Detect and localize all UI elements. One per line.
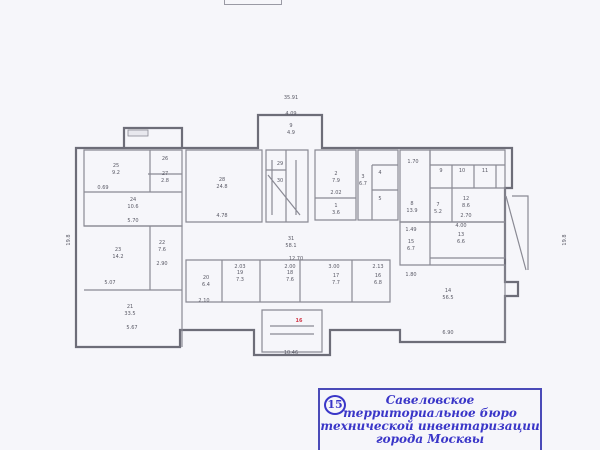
- room-dimension: 2.02: [330, 190, 341, 196]
- room-dimension: 5.67: [126, 325, 137, 331]
- room-number: 1: [334, 203, 337, 209]
- page-edge-mark: [224, 0, 282, 5]
- room-number: 20: [203, 275, 209, 281]
- entrance-number: 16: [296, 318, 303, 324]
- room-number: 11: [482, 168, 488, 174]
- room-area: 7.6: [286, 277, 294, 283]
- room-area: 7.3: [236, 277, 244, 283]
- room-dimension: 2.70: [460, 213, 471, 219]
- room-dimension: 1.49: [405, 227, 416, 233]
- stamp-line-1: Савеловское: [385, 393, 475, 407]
- dim-right: 19.8: [562, 234, 568, 245]
- stamp-line-4: города Москвы: [375, 432, 485, 446]
- dimension-labels: 35.91 4.09 10.46 19.8 19.8 16: [66, 95, 568, 356]
- room-number: 26: [162, 156, 168, 162]
- room-number: 19: [237, 270, 243, 276]
- room-number: 7: [436, 202, 439, 208]
- room-area: 9.2: [112, 170, 120, 176]
- room-area: 56.5: [442, 295, 453, 301]
- room-number: 8: [410, 201, 413, 207]
- room-number: 23: [115, 247, 121, 253]
- room-dimension: 1.70: [407, 159, 418, 165]
- room-number: 10: [459, 168, 465, 174]
- walls: [74, 113, 529, 357]
- room-number: 9: [439, 168, 442, 174]
- room-area: 6.7: [407, 246, 415, 252]
- room-dimension: 2.90: [156, 261, 167, 267]
- room-area: 7.9: [332, 178, 340, 184]
- room-dimension: 12.70: [289, 256, 303, 262]
- room-area: 4.9: [287, 130, 295, 136]
- stamp-line-3: технической инвентаризации: [320, 419, 540, 433]
- room-number: 14: [445, 288, 451, 294]
- room-dimension: 2.13: [372, 264, 383, 270]
- room-number: 16: [375, 273, 381, 279]
- room-number: 13: [458, 232, 464, 238]
- room-area: 6.6: [457, 239, 465, 245]
- room-area: 14.2: [112, 254, 123, 260]
- room-number: 27: [162, 171, 168, 177]
- room-area: 24.8: [216, 184, 227, 190]
- room-dimension: 2.10: [198, 298, 209, 304]
- room-dimension: 4.78: [216, 213, 227, 219]
- room-dimension: 0.69: [97, 185, 108, 191]
- dim-left: 19.8: [66, 234, 72, 245]
- room-dimension: 2.03: [234, 264, 245, 270]
- room-number: 28: [219, 177, 225, 183]
- room-number: 29: [277, 161, 283, 167]
- room-dimension: 1.80: [405, 272, 416, 278]
- room-number: 22: [159, 240, 165, 246]
- room-dimension: 2.00: [284, 264, 295, 270]
- room-number: 12: [463, 196, 469, 202]
- room-number: 31: [288, 236, 294, 242]
- room-area: 7.6: [158, 247, 166, 253]
- dim-overall: 35.91: [284, 95, 298, 101]
- room-number: 30: [277, 178, 283, 184]
- room-number: 4: [378, 170, 381, 176]
- room-dimension: 5.70: [127, 218, 138, 224]
- room-area: 33.5: [124, 311, 135, 317]
- room-number: 5: [378, 196, 381, 202]
- dim-stair: 4.09: [285, 111, 296, 117]
- stamp-line-2: территориальное бюро: [343, 406, 517, 420]
- room-number: 2: [334, 171, 337, 177]
- room-area: 6.8: [374, 280, 382, 286]
- room-number: 24: [130, 197, 136, 203]
- room-area: 5.2: [434, 209, 442, 215]
- dim-bottom: 10.46: [284, 350, 298, 356]
- room-dimension: 6.90: [442, 330, 453, 336]
- room-area: 8.6: [462, 203, 470, 209]
- room-area: 10.6: [127, 204, 138, 210]
- bti-stamp: 15 Савеловское территориальное бюро техн…: [318, 388, 542, 450]
- room-area: 6.4: [202, 282, 210, 288]
- room-dimension: 5.07: [104, 280, 115, 286]
- room-number: 9: [289, 123, 292, 129]
- room-area: 13.9: [406, 208, 417, 214]
- room-area: 6.7: [359, 181, 367, 187]
- room-number: 17: [333, 273, 339, 279]
- room-area: 2.8: [161, 178, 169, 184]
- room-number: 21: [127, 304, 133, 310]
- room-number: 15: [408, 239, 414, 245]
- room-area: 7.7: [332, 280, 340, 286]
- room-area: 58.1: [285, 243, 296, 249]
- stamp-number: 15: [324, 395, 346, 415]
- room-number: 18: [287, 270, 293, 276]
- room-number: 25: [113, 163, 119, 169]
- room-dimension: 4.00: [455, 223, 466, 229]
- room-area: 3.6: [332, 210, 340, 216]
- room-number: 3: [361, 174, 364, 180]
- room-dimension: 3.00: [328, 264, 339, 270]
